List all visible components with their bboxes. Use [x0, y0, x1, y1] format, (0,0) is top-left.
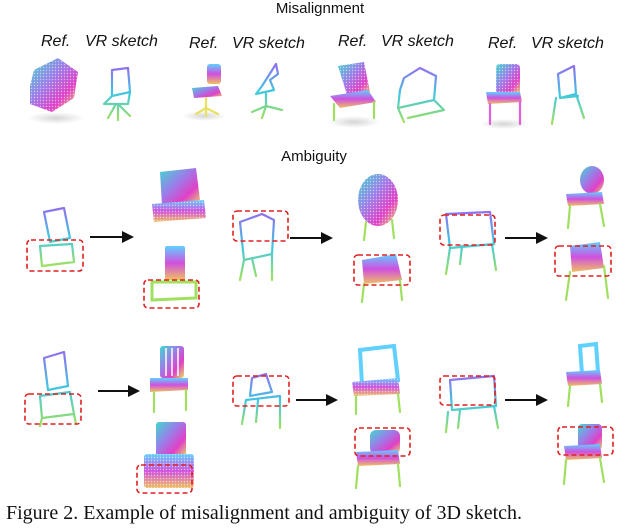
pointcloud-chair-icon: [360, 254, 404, 304]
right-arrow-icon: [296, 394, 338, 406]
pointcloud-chair-icon: [480, 64, 528, 129]
dashed-highlight-box: [24, 393, 82, 425]
vr-sketch-chair-icon: [238, 212, 276, 282]
pointcloud-chair-icon: [354, 430, 402, 490]
vr-sketch-chair-icon: [550, 64, 586, 126]
ref-label-4: Ref.: [488, 35, 518, 52]
right-arrow-icon: [505, 232, 548, 244]
vr-sketch-chair-icon: [102, 66, 132, 122]
ambiguity-heading: Ambiguity: [281, 148, 347, 165]
pointcloud-chair-icon: [152, 168, 206, 222]
sketch-label-1: VR sketch: [85, 33, 158, 50]
right-arrow-icon: [290, 232, 333, 244]
right-arrow-icon: [90, 231, 134, 243]
sketch-label-2: VR sketch: [232, 35, 305, 52]
pointcloud-chair-icon: [562, 424, 606, 486]
dashed-highlight-box: [232, 210, 289, 242]
vr-sketch-chair-icon: [38, 350, 78, 428]
pointcloud-chair-icon: [28, 58, 84, 124]
pointcloud-chair-icon: [566, 166, 606, 230]
pointcloud-chair-icon: [328, 62, 380, 128]
pointcloud-chair-icon: [150, 246, 198, 302]
dashed-highlight-box: [554, 245, 612, 277]
pointcloud-chair-icon: [352, 343, 402, 416]
dashed-highlight-box: [26, 239, 84, 272]
pointcloud-chair-icon: [144, 422, 194, 488]
pointcloud-chair-icon: [150, 346, 188, 414]
misalignment-heading: Misalignment: [275, 0, 365, 17]
vr-sketch-chair-icon: [240, 372, 282, 430]
figure-caption: Figure 2. Example of misalignment and am…: [6, 502, 523, 524]
pointcloud-chair-icon: [564, 242, 610, 302]
pointcloud-chair-icon: [182, 64, 226, 121]
pointcloud-chair-icon: [358, 174, 398, 242]
dashed-highlight-box: [439, 375, 496, 406]
pointcloud-chair-icon: [566, 341, 604, 408]
vr-sketch-chair-icon: [444, 210, 498, 276]
vr-sketch-chair-icon: [444, 374, 500, 434]
vr-sketch-chair-icon: [396, 66, 446, 124]
dashed-highlight-box: [232, 375, 290, 407]
right-arrow-icon: [98, 385, 140, 397]
sketch-label-4: VR sketch: [531, 35, 604, 52]
vr-sketch-chair-icon: [38, 206, 76, 268]
ref-label-1: Ref.: [41, 33, 71, 50]
dashed-highlight-box: [353, 254, 411, 286]
vr-sketch-chair-icon: [250, 62, 284, 120]
sketch-label-3: VR sketch: [381, 33, 454, 50]
ref-label-2: Ref.: [189, 35, 219, 52]
dashed-highlight-box: [439, 214, 496, 246]
right-arrow-icon: [505, 394, 548, 406]
ref-label-3: Ref.: [338, 33, 368, 50]
